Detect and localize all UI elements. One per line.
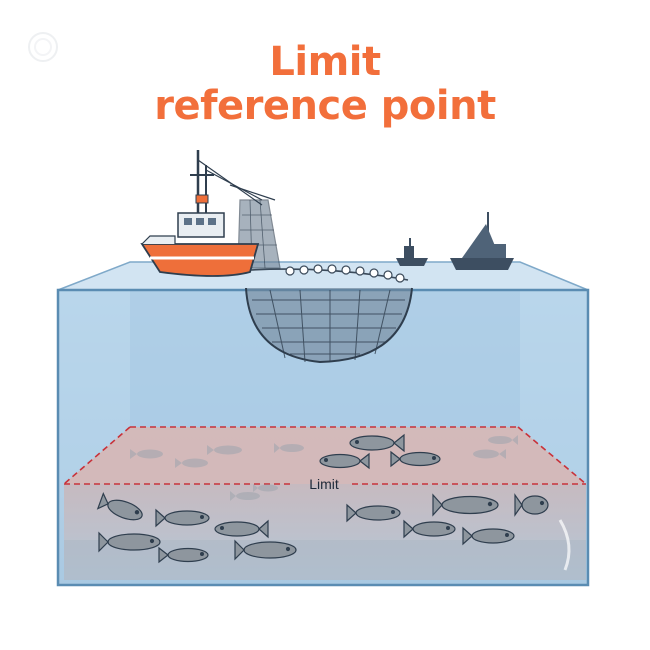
tuna-fish-icon: [346, 503, 401, 523]
tuna-fish-icon: [175, 458, 208, 468]
tuna-fish-icon: [488, 435, 518, 445]
tuna-fish-icon: [234, 539, 297, 561]
background-fish-group: [130, 435, 518, 501]
tuna-fish-icon: [96, 492, 143, 521]
tuna-fish-icon: [319, 452, 370, 470]
tuna-fish-icon: [462, 526, 515, 546]
tuna-fish-icon: [349, 433, 405, 453]
tuna-fish-icon: [155, 508, 210, 528]
tuna-fish-icon: [214, 519, 269, 539]
tuna-fish-icon: [158, 546, 209, 564]
title-line-2: reference point: [154, 83, 496, 129]
tuna-fish-icon: [390, 450, 441, 468]
tuna-fish-icon: [403, 519, 456, 539]
tuna-fish-icon: [253, 484, 278, 492]
tuna-fish-icon: [207, 445, 242, 455]
trawler-boat-icon: [140, 150, 276, 277]
limit-reference-line: [63, 426, 587, 485]
foreground-fish-group: [96, 433, 549, 564]
page-title: Limit reference point: [0, 40, 650, 128]
tuna-fish-icon: [274, 443, 304, 453]
tuna-fish-icon: [473, 449, 506, 459]
tuna-fish-icon: [98, 531, 161, 553]
title-line-1: Limit: [269, 39, 381, 85]
limit-zone-top: [64, 427, 586, 484]
tuna-fish-icon: [130, 449, 163, 459]
tuna-fish-icon: [230, 491, 260, 501]
tuna-fish-icon: [514, 493, 549, 517]
tank-right-side: [520, 290, 588, 485]
distant-boat-icon: [396, 212, 514, 270]
tuna-fish-icon: [432, 493, 499, 517]
limit-label: Limit: [309, 476, 339, 492]
faded-circle-logo-icon: [28, 32, 58, 62]
glass-glare: [558, 519, 571, 571]
tank-left-side: [58, 290, 130, 485]
